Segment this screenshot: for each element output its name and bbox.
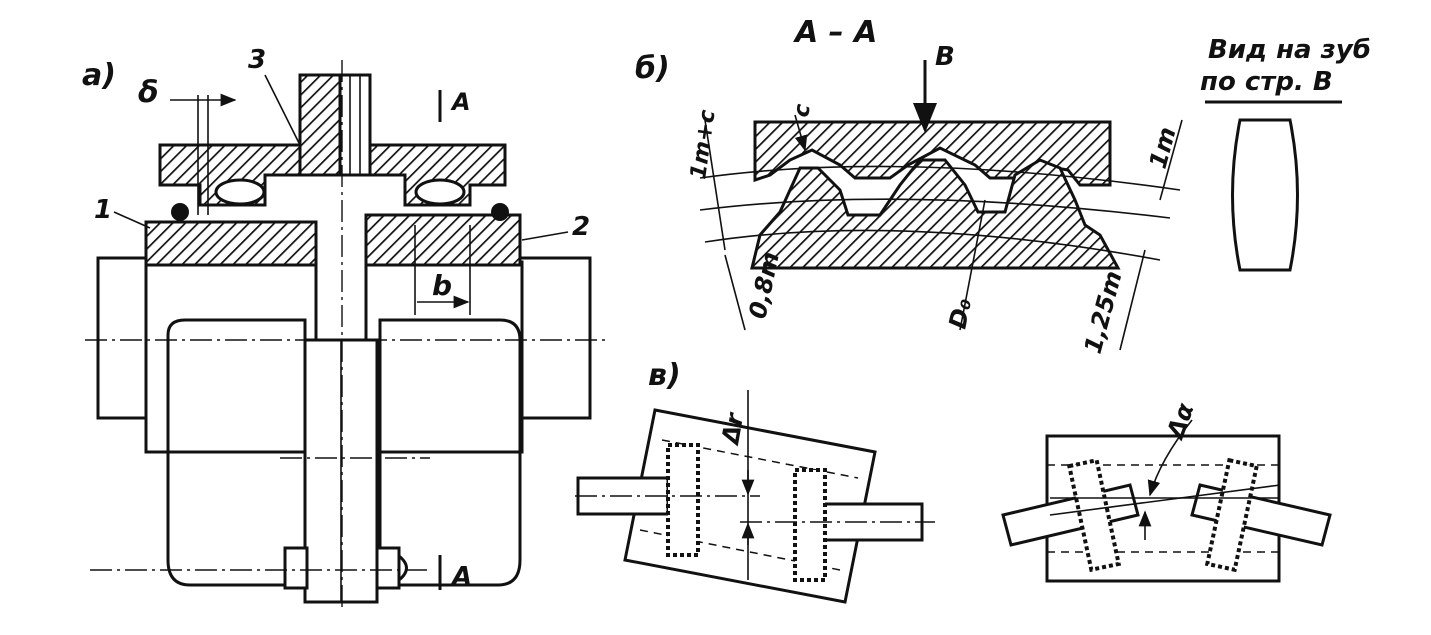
label-part-3: 3 xyxy=(248,45,266,75)
right-tooth xyxy=(414,178,466,206)
bolt-left xyxy=(283,546,309,590)
label-view-a: а) xyxy=(82,58,116,93)
label-width-b: b xyxy=(432,269,452,302)
left-tooth xyxy=(214,178,266,206)
label-tooth-view-line2: по стр. В xyxy=(1200,67,1333,97)
left-hub-body xyxy=(144,260,318,454)
label-arrow-b: В xyxy=(935,42,955,72)
hub-left-hatched xyxy=(144,220,318,267)
angular-offset-sketch: Δα xyxy=(1001,399,1332,583)
left-seal xyxy=(171,203,189,221)
misalignment-views: в) Δr Δα xyxy=(575,358,1332,604)
label-view-v: в) xyxy=(648,358,681,393)
label-dim-d0: D₀ xyxy=(943,295,977,331)
sleeve-right-hatched xyxy=(358,143,507,207)
label-part-2: 2 xyxy=(572,212,590,242)
right-seal xyxy=(491,203,509,221)
coupling-section-view: а) δ 3 1 2 b А А xyxy=(82,45,605,610)
label-dim-1m: 1m xyxy=(1144,124,1182,172)
right-hub-body xyxy=(364,260,524,454)
left-gear-ring xyxy=(666,443,700,557)
radial-offset-sketch: в) Δr xyxy=(575,358,935,604)
bolt-right xyxy=(375,546,401,590)
label-delta-r: Δr xyxy=(716,409,750,448)
label-section-bottom: А xyxy=(450,562,472,592)
hub-right-hatched xyxy=(364,213,522,267)
label-dim-125m: 1,25m xyxy=(1079,268,1128,357)
tooth-profile-section: б) А – А В 1m+c c 1m 0,8m D₀ 1,25m Вид н… xyxy=(635,15,1371,357)
label-dim-08m: 0,8m xyxy=(743,249,784,321)
left-angled-shaft xyxy=(1001,483,1140,547)
label-section-top: А xyxy=(450,88,471,116)
label-delta: δ xyxy=(138,75,159,110)
left-angled-ring xyxy=(1066,457,1122,573)
label-dim-c: c xyxy=(789,102,816,118)
label-tooth-view-line1: Вид на зуб xyxy=(1208,35,1371,65)
sleeve-teeth-hatched xyxy=(753,120,1112,187)
label-part-1: 1 xyxy=(94,195,112,225)
right-gear-ring xyxy=(793,468,827,582)
flange-hatched xyxy=(298,73,342,177)
label-section-title: А – А xyxy=(793,15,877,50)
flange-right xyxy=(338,73,372,177)
label-dim-m-c: 1m+c xyxy=(686,108,720,181)
right-sleeve-lower xyxy=(378,318,522,587)
right-angled-ring xyxy=(1204,457,1260,573)
right-shaft xyxy=(518,256,592,420)
tooth-plan-view xyxy=(1231,118,1299,272)
label-view-b: б) xyxy=(635,51,670,86)
